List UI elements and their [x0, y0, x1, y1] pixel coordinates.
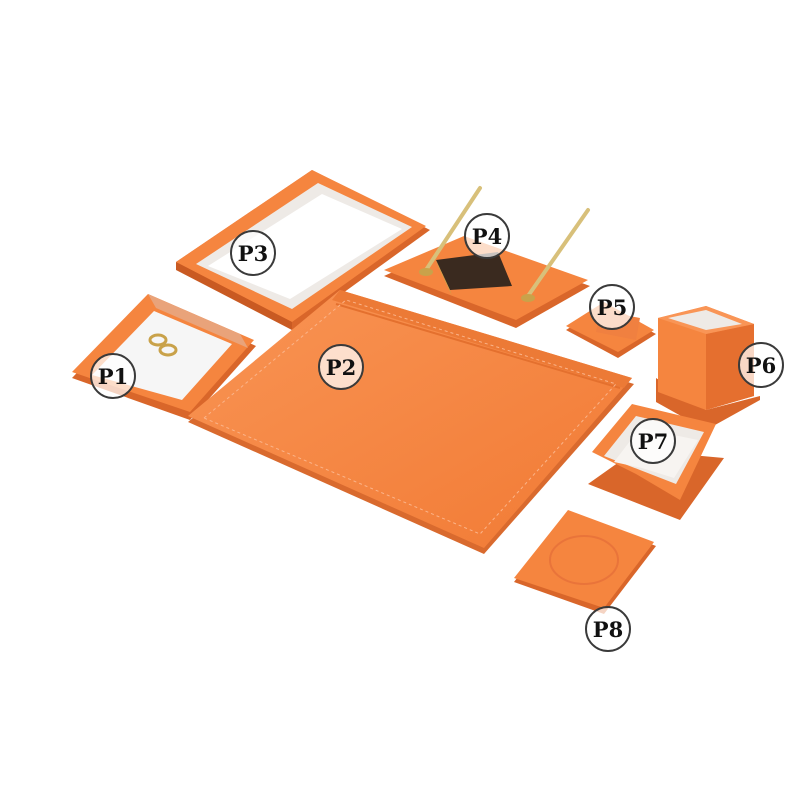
pen-icon — [424, 186, 482, 272]
ring-binder-icon — [148, 333, 168, 347]
label-p1: P1 — [90, 353, 136, 399]
letter-tray — [176, 170, 430, 330]
engraved-nameplate — [436, 252, 512, 290]
label-p7: P7 — [630, 418, 676, 464]
pen-holder — [384, 186, 590, 328]
coaster — [514, 510, 656, 614]
label-p6: P6 — [738, 342, 784, 388]
pen-cup — [656, 306, 760, 430]
label-p5: P5 — [589, 284, 635, 330]
desk-pad — [188, 290, 634, 554]
label-p2: P2 — [318, 344, 364, 390]
label-p8: P8 — [585, 606, 631, 652]
label-p3: P3 — [230, 230, 276, 276]
label-p4: P4 — [464, 213, 510, 259]
